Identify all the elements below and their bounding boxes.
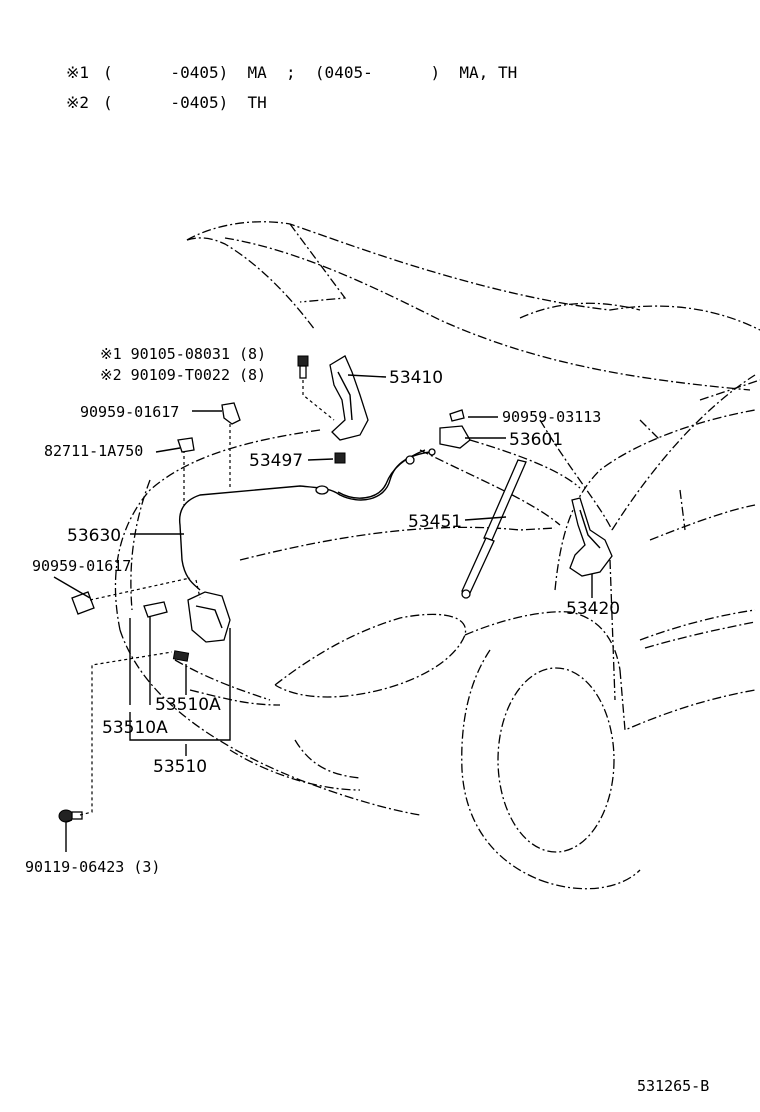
legend-text-1: ( -0405) MA ; (0405- ) MA, TH — [103, 63, 517, 82]
hood-lock-53510 — [89, 577, 231, 662]
label-53451: 53451 — [408, 512, 462, 532]
car-body-outline — [114, 221, 760, 890]
release-cable-53630 — [178, 424, 436, 591]
label-90105-08031: ※1 90105-08031 (8) — [100, 345, 266, 363]
hood-support-53451 — [461, 459, 527, 599]
legend-mark-2: ※2 — [66, 93, 89, 112]
label-53630: 53630 — [67, 526, 121, 546]
label-90109-t0022: ※2 90109-T0022 (8) — [100, 366, 266, 384]
label-90119-06423: 90119-06423 (3) — [25, 858, 160, 876]
label-82711-1a750: 82711-1A750 — [44, 442, 143, 460]
cushion-53497 — [334, 452, 346, 464]
label-53510a-upper: 53510A — [155, 695, 221, 715]
lock-bracket-53601 — [439, 425, 471, 449]
hood-hinge-53410 — [297, 355, 369, 441]
label-53510a-lower: 53510A — [102, 718, 168, 738]
callout-labels: ※1 90105-08031 (8) ※2 90109-T0022 (8) 53… — [25, 345, 620, 876]
legend-text-2: ( -0405) TH — [103, 93, 267, 112]
label-53497: 53497 — [249, 451, 303, 471]
leader-lines — [53, 374, 593, 852]
label-90959-01617-b: 90959-01617 — [32, 557, 131, 575]
label-90959-03113: 90959-03113 — [502, 408, 601, 426]
label-53410: 53410 — [389, 368, 443, 388]
legend-mark-1: ※1 — [66, 63, 89, 82]
bolt-90119 — [58, 651, 173, 823]
label-53510: 53510 — [153, 757, 207, 777]
label-90959-01617-a: 90959-01617 — [80, 403, 179, 421]
label-53601: 53601 — [509, 430, 563, 450]
label-53420: 53420 — [566, 599, 620, 619]
legend: ※1 ( -0405) MA ; (0405- ) MA, TH ※2 ( -0… — [66, 63, 517, 112]
hood-hinge-53420 — [569, 497, 613, 577]
figure-code: 531265-B — [637, 1077, 709, 1095]
